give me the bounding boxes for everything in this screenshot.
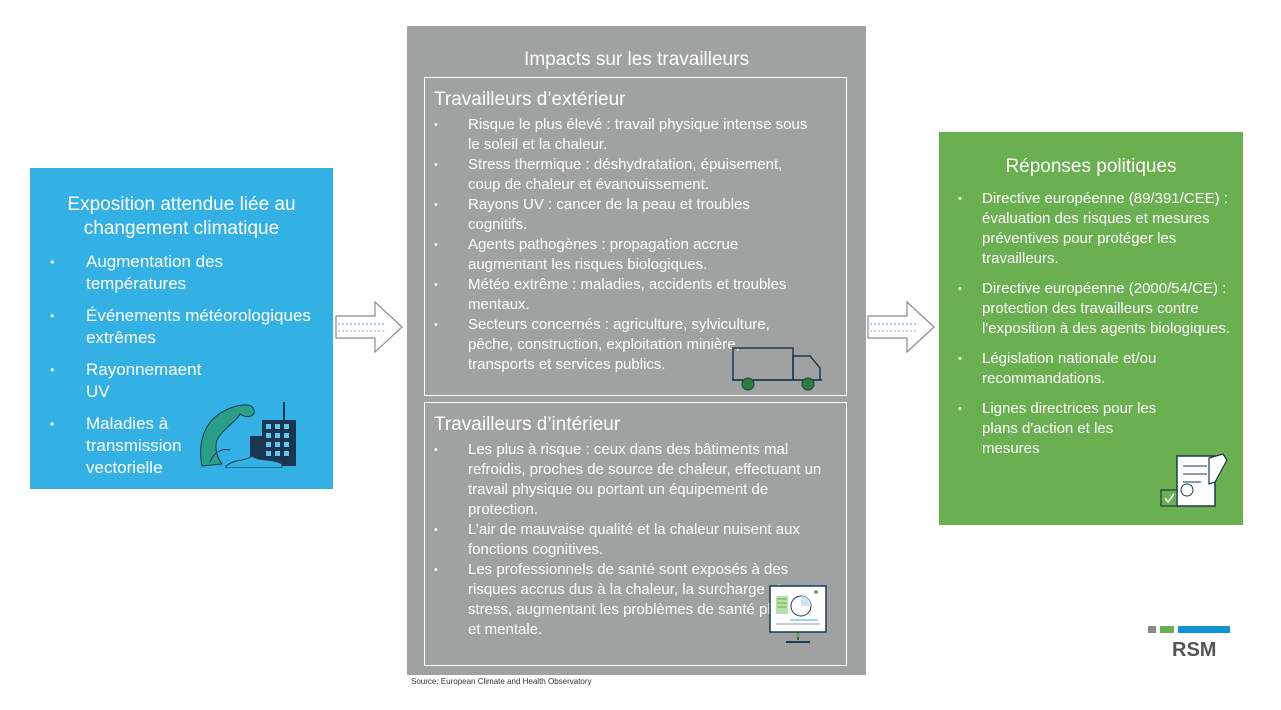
- list-item: Secteurs concernés : agriculture, sylvic…: [434, 315, 788, 375]
- policy-panel: Réponses politiques Directive européenne…: [939, 132, 1243, 525]
- list-item: Directive européenne (2000/54/CE) : prot…: [958, 279, 1238, 339]
- list-item: Législation nationale et/ou recommandati…: [958, 349, 1238, 389]
- arrow-right-icon: [867, 300, 935, 354]
- list-item: Stress thermique : déshydratation, épuis…: [434, 155, 809, 195]
- exposure-title: Exposition attendue liée au changement c…: [67, 194, 296, 239]
- document-check-icon: [1160, 453, 1228, 507]
- outdoor-title: Travailleurs d’extérieur: [434, 89, 626, 110]
- monitor-chart-icon: [769, 585, 827, 643]
- exposure-list: Augmentation des températures Événements…: [50, 251, 325, 489]
- exposure-panel: Exposition attendue liée au changement c…: [30, 168, 333, 489]
- list-item: Augmentation des températures: [50, 251, 325, 295]
- truck-icon: [732, 347, 822, 391]
- source-caption: Source: European Climate and Health Obse…: [411, 677, 592, 686]
- list-item: Événements météorologiques extrêmes: [50, 305, 325, 349]
- list-item: L’air de mauvaise qualité et la chaleur …: [434, 520, 823, 560]
- list-item: Risque le plus élevé : travail physique …: [434, 115, 809, 155]
- indoor-workers-panel: Travailleurs d’intérieur Les plus à risq…: [424, 402, 847, 666]
- outdoor-workers-panel: Travailleurs d’extérieur Risque le plus …: [424, 77, 847, 396]
- rsm-logo-text: RSM: [1172, 639, 1217, 661]
- indoor-list: Les plus à risque : ceux dans des bâtime…: [434, 440, 829, 640]
- arrow-right-icon: [335, 300, 403, 354]
- list-item: Météo extrême : maladies, accidents et t…: [434, 275, 809, 315]
- impacts-title: Impacts sur les travailleurs: [524, 49, 749, 70]
- outdoor-list: Risque le plus élevé : travail physique …: [434, 115, 809, 375]
- flood-building-icon: [200, 402, 296, 468]
- policy-list: Directive européenne (89/391/CEE) : éval…: [958, 189, 1238, 469]
- list-item: Agents pathogènes : propagation accrue a…: [434, 235, 768, 275]
- rsm-logo: [1148, 626, 1230, 633]
- list-item: Les professionnels de santé sont exposés…: [434, 560, 829, 640]
- list-item: Lignes directrices pour les plans d'acti…: [958, 399, 1162, 459]
- list-item: Maladies à transmission vectorielle: [50, 413, 196, 479]
- policy-title: Réponses politiques: [1005, 156, 1177, 177]
- list-item: Directive européenne (89/391/CEE) : éval…: [958, 189, 1238, 269]
- list-item: Les plus à risque : ceux dans des bâtime…: [434, 440, 823, 520]
- list-item: Rayons UV : cancer de la peau et trouble…: [434, 195, 809, 235]
- impacts-panel: Impacts sur les travailleurs Travailleur…: [407, 26, 866, 675]
- indoor-title: Travailleurs d’intérieur: [434, 414, 621, 435]
- list-item: Rayonnemaent UV: [50, 359, 226, 403]
